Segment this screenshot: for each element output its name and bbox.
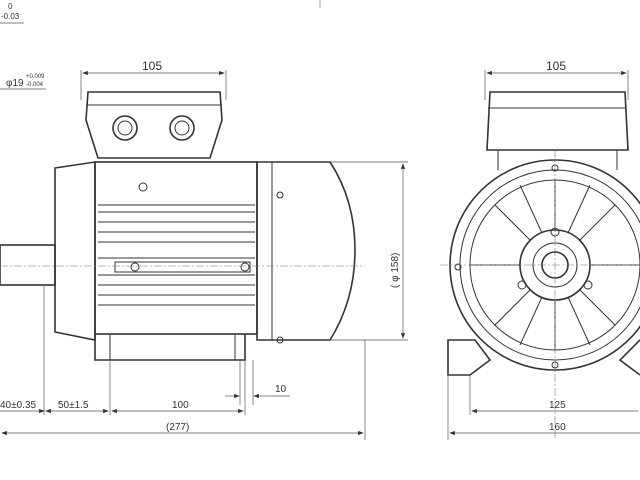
flange-diameter: ( φ 158): [390, 253, 401, 288]
front-box-width: 105: [546, 59, 566, 73]
keyway-tolerance-upper: 0: [8, 2, 13, 11]
keyway-tolerance-lower: -0.03: [1, 12, 20, 21]
shaft-diameter-label: φ19 +0.009 -0.004: [0, 74, 46, 90]
keyway-tolerance: 0 -0.03: [0, 2, 24, 24]
front-view: 105: [440, 59, 640, 440]
foot-spacing-dim: 100: [172, 400, 189, 411]
svg-text:-0.004: -0.004: [26, 82, 44, 88]
front-foot-width-dim: 160: [549, 422, 566, 433]
front-foot-spacing-dim: 125: [549, 400, 566, 411]
shaft-to-foot-dim: 50±1.5: [58, 400, 89, 411]
svg-text:φ19: φ19: [6, 78, 24, 89]
foot-thickness-dim: 10: [275, 384, 287, 395]
side-box-width: 105: [142, 59, 162, 73]
shaft-length-dim: 40±0.35: [0, 400, 37, 411]
svg-text:+0.009: +0.009: [26, 74, 45, 80]
overall-length-dim: (277): [166, 422, 189, 433]
side-view: 105 (: [0, 59, 408, 440]
